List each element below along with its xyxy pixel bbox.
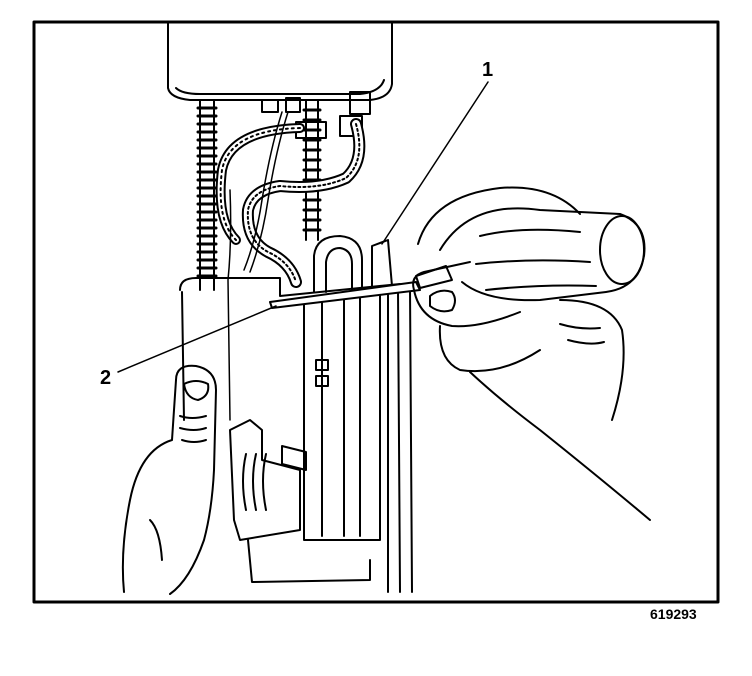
- right-hand-icon: [412, 186, 651, 521]
- sender-flange-inner: [175, 79, 385, 95]
- guide-rod-left: [196, 99, 218, 291]
- figure-frame: [32, 20, 720, 604]
- corrugated-hoses: [215, 118, 366, 288]
- callout-label-1: 1: [482, 59, 494, 81]
- retaining-clip: [313, 235, 393, 293]
- left-hand-icon: [121, 364, 217, 595]
- pry-tool-blade: [269, 281, 421, 309]
- figure-number: 619293: [650, 606, 697, 622]
- leader-line-2: [117, 305, 277, 373]
- callout-label-2: 2: [100, 367, 112, 389]
- sender-body: [179, 277, 413, 593]
- leader-line-1: [381, 81, 489, 245]
- screwdriver-icon: [415, 207, 646, 302]
- harness-connector: [229, 419, 371, 583]
- guide-rod-right: [302, 99, 322, 241]
- sender-top-flange: [167, 21, 393, 101]
